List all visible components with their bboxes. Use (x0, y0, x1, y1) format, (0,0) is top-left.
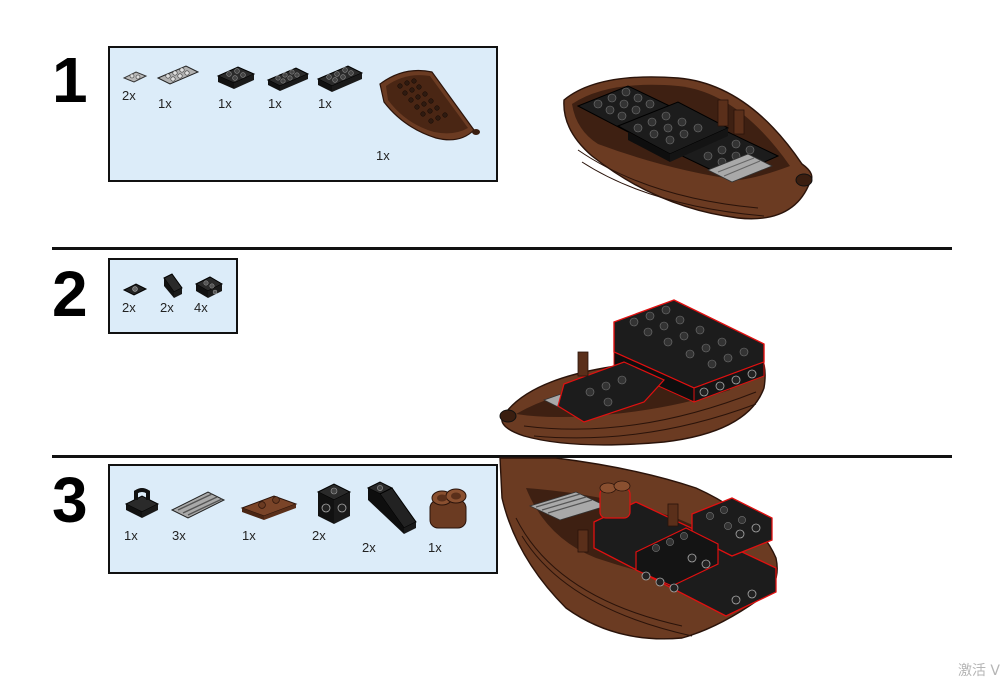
part-quantity: 1x (124, 528, 138, 543)
plate-2x4-icon (156, 64, 200, 88)
step-3-parts-box: 1x 3x 1x 2x 2x 1x (108, 464, 498, 574)
brick-studs-on-side-icon (314, 482, 354, 526)
brick-round-icon (426, 486, 472, 532)
part-quantity: 1x (318, 96, 332, 111)
plate-1x2-brown-icon (240, 492, 298, 522)
part-quantity: 1x (268, 96, 282, 111)
plate-modified-icon (122, 282, 148, 298)
bracket-icon (194, 274, 224, 300)
plate-2x4-black-icon (266, 66, 310, 94)
step-3-assembly-model (496, 457, 786, 644)
part-quantity: 2x (312, 528, 326, 543)
step-3-number: 3 (52, 464, 88, 536)
watermark-text: 激活 V (957, 663, 1000, 679)
part-quantity: 2x (122, 88, 136, 103)
part-quantity: 1x (158, 96, 172, 111)
plate-1x2-icon (122, 70, 148, 84)
step-divider (52, 455, 952, 458)
step-2-assembly-model (494, 292, 778, 452)
step-1-assembly-model (558, 70, 824, 230)
step-2-number: 2 (52, 258, 88, 330)
part-quantity: 2x (122, 300, 136, 315)
slope-2x2-icon (362, 478, 418, 540)
grille-tile-icon (170, 488, 226, 522)
part-quantity: 3x (172, 528, 186, 543)
plate-2x3-black-icon (216, 64, 256, 92)
part-quantity: 2x (362, 540, 376, 555)
step-1-parts-box: 2x 1x 1x 1x 1x 1x (108, 46, 498, 182)
step-2-parts-box: 2x 2x 4x (108, 258, 238, 334)
step-divider (52, 247, 952, 250)
part-quantity: 1x (218, 96, 232, 111)
clip-plate-icon (122, 486, 162, 522)
part-quantity: 4x (194, 300, 208, 315)
part-quantity: 1x (242, 528, 256, 543)
slope-icon (160, 272, 186, 300)
step-1-number: 1 (52, 44, 88, 116)
part-quantity: 1x (428, 540, 442, 555)
plate-2x4-black-icon (316, 64, 364, 94)
boat-hull-icon (374, 62, 484, 146)
part-quantity: 2x (160, 300, 174, 315)
part-quantity: 1x (376, 148, 390, 163)
